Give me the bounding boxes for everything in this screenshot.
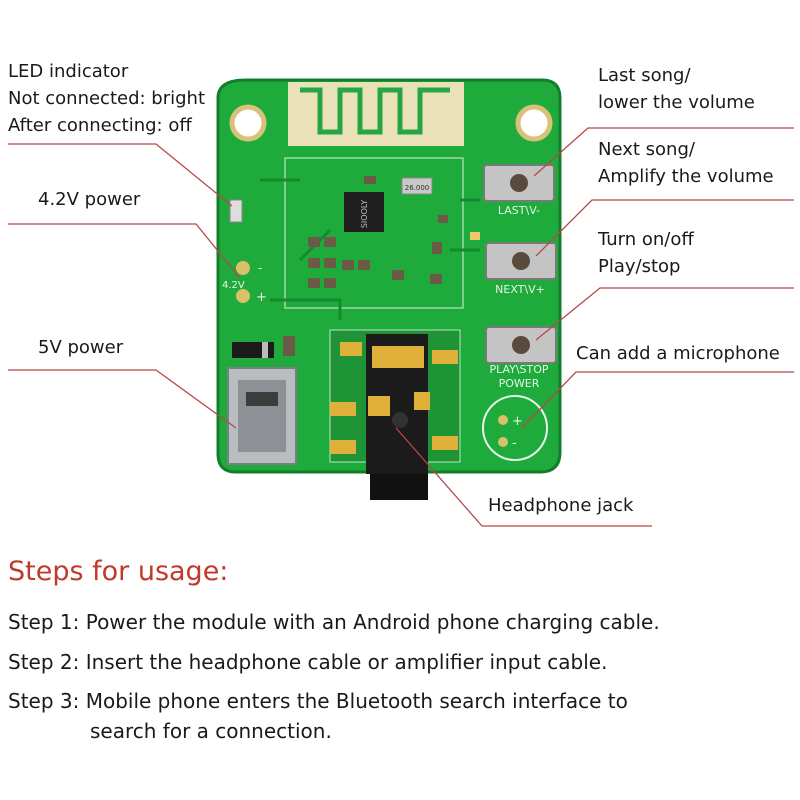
step-3-line2: search for a connection. — [90, 719, 332, 743]
callout-line-last — [533, 127, 794, 177]
mic-plus-label: + — [512, 414, 523, 429]
mount-hole-right — [515, 104, 553, 142]
board-diagram: SIOOLY 26.000 - 4.2V + — [8, 78, 794, 527]
callout-line-4v2 — [8, 223, 241, 279]
led-small — [470, 232, 480, 240]
button-next — [485, 242, 557, 280]
callout-led-line2: Not connected: bright — [8, 88, 206, 109]
pad-plus-label: + — [256, 290, 267, 305]
callout-microphone: Can add a microphone — [576, 343, 780, 364]
callout-last-line2: lower the volume — [598, 92, 755, 113]
pad-4v2-positive — [236, 289, 250, 303]
callout-line-led — [8, 143, 233, 207]
v42-label: 4.2V — [222, 280, 245, 291]
button-last — [483, 164, 555, 202]
callout-next-line2: Amplify the volume — [598, 166, 774, 187]
mic-minus-label: - — [512, 436, 517, 451]
callout-lines — [8, 127, 794, 527]
step-3-line1: Step 3: Mobile phone enters the Bluetoot… — [8, 689, 628, 713]
callout-play-stop: Turn on/off Play/stop — [598, 226, 694, 280]
callout-line-next — [535, 199, 794, 257]
pcb-board: SIOOLY 26.000 - 4.2V + — [216, 78, 562, 500]
callout-led-line3: After connecting: off — [8, 115, 192, 136]
callout-play-line1: Turn on/off — [598, 229, 694, 250]
btn-play-label: PLAY\STOP — [489, 363, 548, 376]
callout-line-mic — [521, 371, 794, 429]
antenna-trace — [300, 87, 450, 135]
callout-last-song: Last song/ lower the volume — [598, 62, 755, 116]
btn-last-label: LAST\V- — [498, 204, 540, 217]
callout-next-song: Next song/ Amplify the volume — [598, 136, 774, 190]
mount-hole-left — [229, 104, 267, 142]
callout-next-line1: Next song/ — [598, 139, 695, 160]
steps-title: Steps for usage: — [8, 556, 229, 587]
microphone-outline — [482, 395, 548, 461]
callout-line-play — [535, 287, 794, 341]
chip-label: SIOOLY — [360, 200, 369, 228]
pad-4v2-negative — [236, 261, 250, 275]
headphone-jack — [329, 329, 461, 500]
button-play — [485, 326, 557, 364]
callout-line-jack — [395, 427, 652, 527]
pad-minus-label: - — [258, 261, 262, 275]
callout-play-line2: Play/stop — [598, 256, 681, 277]
led-indicator — [229, 199, 243, 223]
callout-4v2-power: 4.2V power — [38, 189, 141, 210]
crystal — [401, 177, 433, 195]
step-1: Step 1: Power the module with an Android… — [8, 610, 660, 634]
callout-headphone-jack: Headphone jack — [488, 495, 634, 516]
crystal-label: 26.000 — [405, 184, 430, 192]
callout-line-5v — [8, 369, 237, 429]
callout-5v-power: 5V power — [38, 337, 124, 358]
antenna-area — [288, 82, 464, 146]
usb-opening — [238, 380, 286, 452]
power-label: POWER — [499, 377, 540, 390]
step-2: Step 2: Insert the headphone cable or am… — [8, 650, 608, 674]
bluetooth-chip — [344, 192, 384, 232]
callout-led: LED indicator Not connected: bright Afte… — [8, 58, 205, 139]
step-3: Step 3: Mobile phone enters the Bluetoot… — [8, 686, 628, 746]
mic-pad-minus — [498, 437, 508, 447]
callout-led-line1: LED indicator — [8, 61, 129, 82]
callout-last-line1: Last song/ — [598, 65, 691, 86]
btn-next-label: NEXT\V+ — [495, 283, 545, 296]
mic-pad-plus — [498, 415, 508, 425]
